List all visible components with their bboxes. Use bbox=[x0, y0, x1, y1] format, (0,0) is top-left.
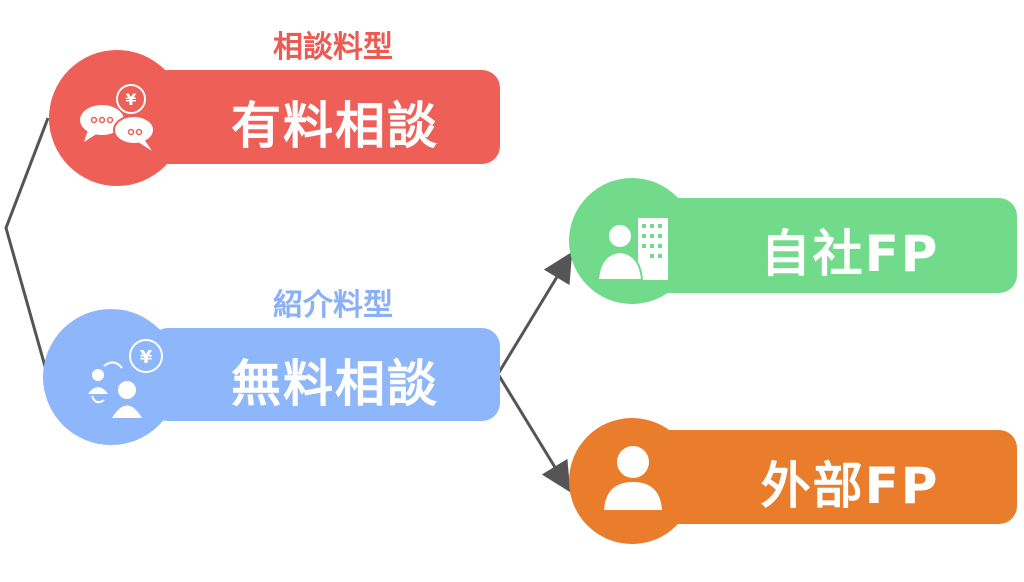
svg-text:¥: ¥ bbox=[125, 90, 136, 109]
arrow-to-external bbox=[496, 373, 571, 493]
free-consultation-label: 無料相談 bbox=[231, 355, 439, 413]
bracket-line bbox=[4, 117, 50, 378]
external-icon-circle bbox=[569, 418, 695, 544]
businessman-building-icon bbox=[596, 218, 668, 281]
arrow-to-in-house bbox=[496, 251, 573, 375]
free-consultation-bar bbox=[150, 328, 500, 421]
free-icon-circle bbox=[43, 309, 179, 445]
in-house-fp-label: 自社FP bbox=[760, 225, 940, 283]
external-fp-bar bbox=[640, 430, 1017, 524]
external-fp-label: 外部FP bbox=[760, 457, 940, 515]
free-category-label: 紹介料型 bbox=[273, 288, 393, 323]
chat-yen-icon: ¥ bbox=[80, 84, 155, 151]
paid-consultation-label: 有料相談 bbox=[231, 97, 439, 155]
referral-yen-icon: ¥ bbox=[88, 339, 163, 418]
svg-text:¥: ¥ bbox=[140, 347, 153, 368]
paid-category-label: 相談料型 bbox=[273, 30, 393, 65]
paid-consultation-bar bbox=[150, 70, 500, 164]
in-house-fp-bar bbox=[640, 198, 1017, 293]
person-icon bbox=[604, 446, 662, 510]
